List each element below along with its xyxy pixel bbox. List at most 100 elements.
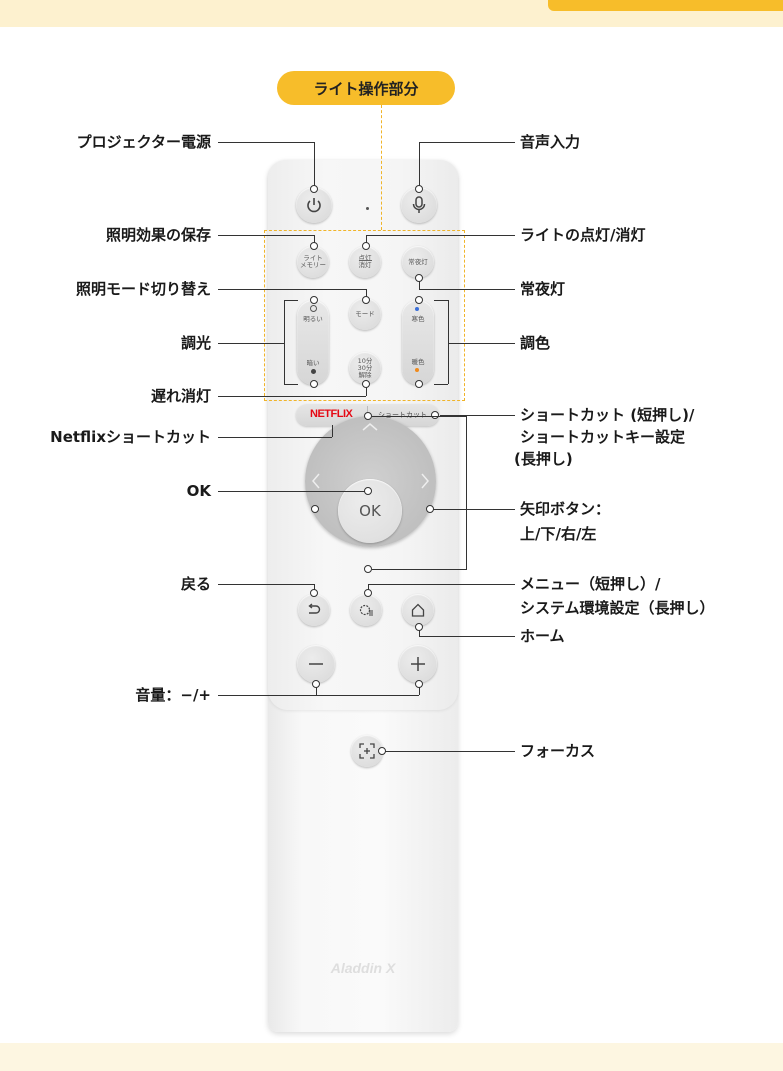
ok-button-label: OK [359,502,381,520]
volume-minus-marker [312,680,320,688]
volume-minus-v [316,684,317,695]
brightness-up-icon [310,305,317,312]
badge-connector [381,105,382,230]
night-light-connector-v [419,281,420,289]
label-night-light: 常夜灯 [520,280,566,298]
sleep-connector-v [366,384,367,396]
volume-plus-v [419,684,420,695]
focus-button[interactable] [351,735,383,767]
dimming-top-marker [310,296,318,304]
light-toggle-label-2: 消灯 [358,260,372,269]
menu-connector [368,584,515,585]
label-color-temp: 調色 [520,334,551,352]
label-home: ホーム [520,627,565,645]
power-marker [310,185,318,193]
voice-button[interactable] [401,187,437,223]
shortcut-connector [440,415,515,416]
gear-icon [359,604,373,616]
light-section-badge: ライト操作部分 [277,71,455,105]
mode-label: モード [355,309,375,318]
back-connector [218,584,314,585]
voice-marker [415,185,423,193]
plus-icon [411,657,425,671]
dimming-connector [218,343,284,344]
light-section-frame [264,230,465,401]
arrow-up-marker [364,412,372,420]
power-button[interactable] [296,187,332,223]
timer-label-1: 10分 [357,356,373,365]
ok-marker [364,487,372,495]
power-icon [307,198,321,213]
indicator-led [366,207,369,210]
arrow-bracket-bottom [372,569,466,570]
power-connector-v [314,142,315,189]
timer-label-3: 解除 [358,370,372,379]
focus-icon [359,743,375,759]
shortcut-marker [431,411,439,419]
home-icon [411,603,425,617]
save-connector-v [314,235,315,245]
focus-marker [378,747,386,755]
sleep-connector [218,396,366,397]
light-onoff-connector [366,235,515,236]
label-shortcut-1: ショートカット (短押し)/ [520,406,695,424]
cold-dot-icon [415,307,419,311]
home-connector-v [419,628,420,636]
volume-plus-marker [415,680,423,688]
brand-logo: Aladdin X [330,960,396,976]
dimming-bottom-marker [310,380,318,388]
label-save-effect: 照明効果の保存 [105,226,211,244]
arrow-connector [430,509,515,510]
back-button[interactable] [298,594,330,626]
focus-connector [384,751,515,752]
label-dimming: 調光 [180,334,211,352]
light-onoff-marker [362,242,370,250]
dimming-bracket [284,300,285,384]
netflix-button[interactable]: NETFLIX [310,408,353,420]
arrow-bracket-v [466,416,467,570]
timer-label-2: 30分 [357,363,373,372]
color-bracket [448,300,449,384]
brightness-down-icon [311,369,316,374]
back-marker [310,589,318,597]
color-top-marker [415,296,423,304]
volume-up-button[interactable] [399,645,437,683]
color-bracket-bottom [434,384,448,385]
light-memory-button[interactable]: ライトメモリー [297,246,329,278]
light-toggle-button[interactable]: 点灯消灯 [349,246,381,278]
label-power: プロジェクター電源 [76,133,211,151]
label-netflix-shortcut: Netflixショートカット [50,428,211,446]
arrow-left-marker [311,505,319,513]
label-arrow-2: 上/下/右/左 [520,525,597,543]
menu-connector-v [368,584,369,592]
shortcut-button[interactable]: ショートカット [378,411,427,419]
microphone-icon [412,196,426,213]
night-light-button[interactable]: 常夜灯 [402,246,434,278]
home-connector [419,636,515,637]
color-temp-rocker[interactable] [402,300,434,385]
label-menu-2: システム環境設定（長押し） [520,599,715,617]
mode-connector-v [366,289,367,299]
back-connector-v [314,584,315,592]
warm-label: 暖色 [411,358,425,366]
home-button[interactable] [402,594,434,626]
volume-down-button[interactable] [297,645,335,683]
label-ok: OK [186,482,211,500]
voice-connector [419,142,515,143]
volume-connector [218,695,419,696]
night-light-label: 常夜灯 [408,257,428,266]
light-memory-label-2: メモリー [300,261,326,269]
label-focus: フォーカス [520,742,596,760]
back-icon [308,603,321,614]
bright-label: 明るい [303,315,323,323]
mode-marker [362,296,370,304]
label-arrow-1: 矢印ボタン： [520,500,611,518]
label-mode-switch: 照明モード切り替え [75,280,211,298]
night-light-connector [419,289,515,290]
menu-button[interactable] [350,594,382,626]
sleep-marker [362,380,370,388]
arrow-right-marker [426,505,434,513]
label-light-onoff: ライトの点灯/消灯 [520,226,646,244]
arrow-bracket-top [372,416,466,417]
